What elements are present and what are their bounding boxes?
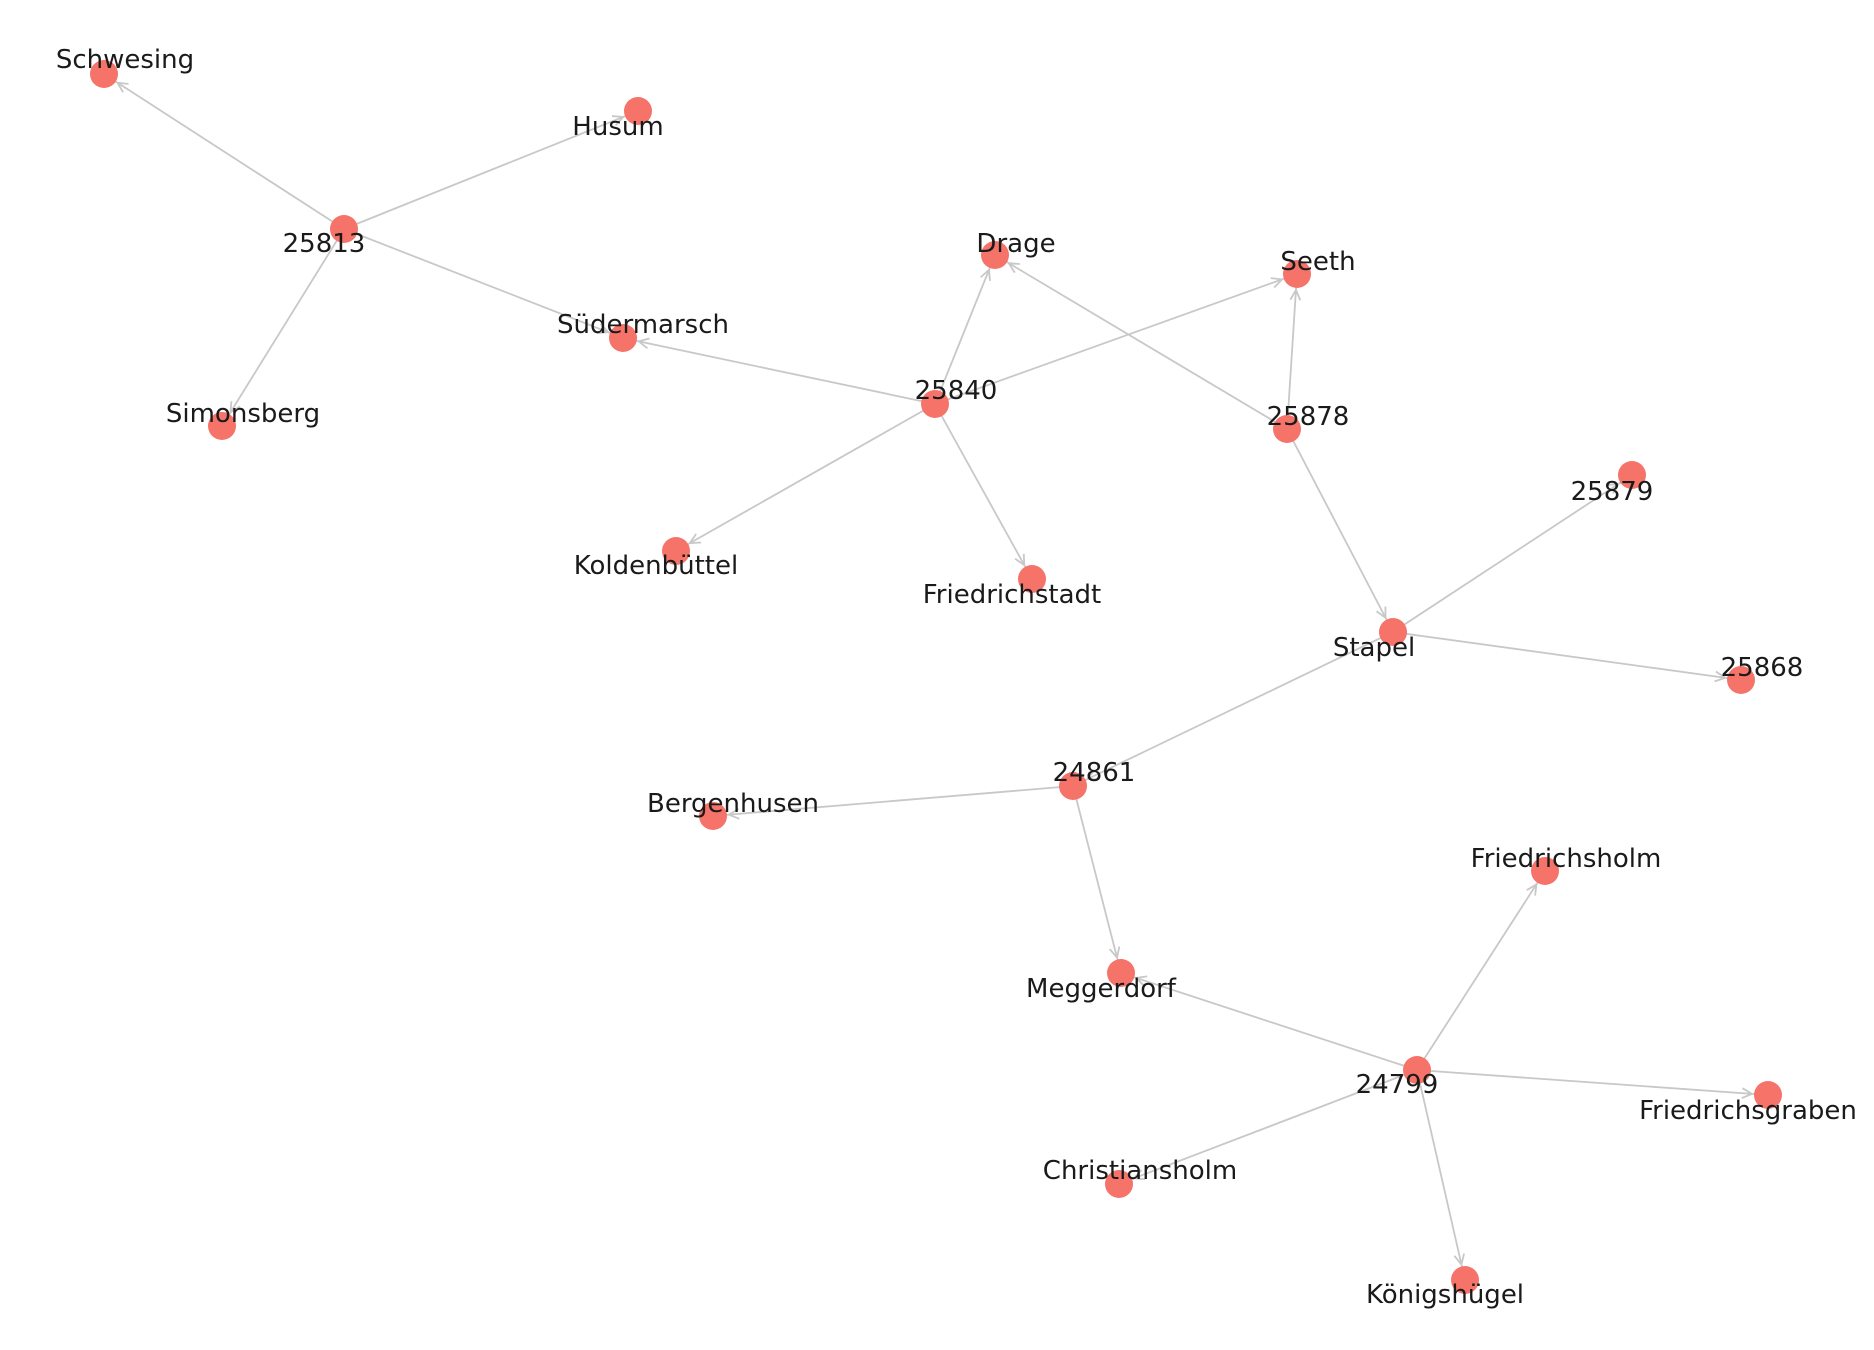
node-25868[interactable]	[1727, 666, 1755, 694]
edge-25840-suedermarsch	[622, 337, 936, 405]
edge-stapel-25868	[1392, 631, 1742, 681]
node-bergenhusen[interactable]	[699, 802, 727, 830]
arrowhead-24799-meggerdorf	[1134, 975, 1148, 987]
node-label-bergenhusen: Bergenhusen	[647, 789, 819, 819]
node-christiansholm[interactable]	[1105, 1170, 1133, 1198]
node-husum[interactable]	[624, 97, 652, 125]
arrowhead-25813-simonsberg	[229, 401, 241, 415]
edge-24799-meggerdorf	[1120, 972, 1418, 1071]
arrowhead-25813-suedermarsch	[596, 323, 610, 335]
edge-25813-husum	[343, 110, 639, 230]
node-schwesing[interactable]	[90, 60, 118, 88]
edge-24799-friedrichsholm	[1416, 870, 1546, 1071]
edge-25840-seeth	[934, 273, 1298, 405]
edge-stapel-24861	[1072, 631, 1394, 787]
node-25878[interactable]	[1273, 415, 1301, 443]
arrowhead-25813-schwesing	[115, 81, 129, 93]
node-label-drage: Drage	[976, 229, 1055, 259]
node-label-simonsberg: Simonsberg	[166, 399, 320, 429]
node-24861[interactable]	[1059, 772, 1087, 800]
node-label-schwesing: Schwesing	[56, 45, 194, 75]
node-friedrichsgraben[interactable]	[1754, 1081, 1782, 1109]
node-25813[interactable]	[330, 215, 358, 243]
arrowhead-24799-friedrichsgraben	[1741, 1087, 1755, 1099]
node-label-25878: 25878	[1267, 402, 1350, 432]
edge-25878-stapel	[1286, 428, 1394, 633]
edge-24799-koenigshuegel	[1416, 1069, 1466, 1281]
arrowhead-24799-koenigshuegel	[1453, 1253, 1465, 1267]
node-label-friedrichsgraben: Friedrichsgraben	[1639, 1096, 1857, 1126]
edges-layer	[103, 73, 1769, 1281]
node-label-stapel: Stapel	[1333, 633, 1415, 663]
edge-stapel-25879	[1392, 474, 1633, 633]
edge-24799-christiansholm	[1118, 1069, 1418, 1185]
node-label-25879: 25879	[1571, 477, 1654, 507]
node-simonsberg[interactable]	[208, 412, 236, 440]
arrowhead-24861-bergenhusen	[726, 808, 740, 820]
nodes-layer	[90, 60, 1782, 1294]
node-24799[interactable]	[1403, 1056, 1431, 1084]
node-label-25813: 25813	[283, 229, 366, 259]
edge-25878-seeth	[1286, 273, 1298, 430]
arrowhead-25878-stapel	[1376, 606, 1387, 620]
arrowhead-25840-koldenbuettel	[688, 533, 702, 545]
node-stapel[interactable]	[1379, 618, 1407, 646]
arrowhead-25840-suedermarsch	[636, 337, 650, 349]
edge-25813-suedermarsch	[343, 228, 624, 339]
edge-25813-schwesing	[103, 73, 345, 230]
node-koenigshuegel[interactable]	[1451, 1266, 1479, 1294]
node-label-24799: 24799	[1356, 1070, 1439, 1100]
node-label-meggerdorf: Meggerdorf	[1026, 974, 1177, 1004]
node-meggerdorf[interactable]	[1107, 959, 1135, 987]
edge-25840-friedrichstadt	[934, 403, 1033, 580]
edge-24861-bergenhusen	[712, 785, 1074, 817]
arrowhead-25840-friedrichstadt	[1014, 553, 1026, 567]
node-label-25840: 25840	[915, 376, 998, 406]
node-koldenbuettel[interactable]	[662, 537, 690, 565]
node-25879[interactable]	[1618, 461, 1646, 489]
arrowhead-25840-seeth	[1270, 277, 1284, 289]
arrowhead-25878-drage	[1007, 262, 1020, 274]
node-label-suedermarsch: Südermarsch	[557, 310, 729, 340]
node-seeth[interactable]	[1283, 260, 1311, 288]
node-suedermarsch[interactable]	[609, 324, 637, 352]
node-label-koenigshuegel: Königshügel	[1366, 1280, 1524, 1310]
arrowhead-stapel-24861	[1085, 769, 1099, 781]
node-label-seeth: Seeth	[1280, 247, 1355, 277]
node-friedrichstadt[interactable]	[1018, 565, 1046, 593]
arrowhead-24861-meggerdorf	[1109, 946, 1121, 960]
edge-25840-koldenbuettel	[675, 403, 936, 552]
arrowhead-stapel-25868	[1714, 670, 1728, 683]
arrowhead-stapel-25879	[1607, 482, 1621, 494]
arrowhead-25878-seeth	[1289, 287, 1302, 301]
node-label-koldenbuettel: Koldenbüttel	[574, 551, 738, 581]
node-label-25868: 25868	[1721, 653, 1804, 683]
arrowhead-25840-drage	[980, 267, 991, 282]
node-label-24861: 24861	[1053, 758, 1136, 788]
node-label-husum: Husum	[572, 112, 663, 142]
node-label-friedrichstadt: Friedrichstadt	[923, 580, 1102, 610]
node-friedrichsholm[interactable]	[1531, 857, 1559, 885]
arrowhead-24799-christiansholm	[1132, 1169, 1146, 1181]
edge-25878-drage	[994, 254, 1288, 430]
arrowhead-24799-friedrichsholm	[1526, 882, 1538, 896]
node-label-friedrichsholm: Friedrichsholm	[1471, 844, 1662, 874]
arrowhead-25813-husum	[611, 115, 626, 126]
node-25840[interactable]	[921, 390, 949, 418]
edge-24799-friedrichsgraben	[1416, 1069, 1769, 1096]
edge-24861-meggerdorf	[1072, 785, 1122, 974]
edge-25840-drage	[934, 254, 996, 405]
node-drage[interactable]	[981, 241, 1009, 269]
node-label-christiansholm: Christiansholm	[1043, 1156, 1237, 1186]
edge-25813-simonsberg	[221, 228, 345, 427]
